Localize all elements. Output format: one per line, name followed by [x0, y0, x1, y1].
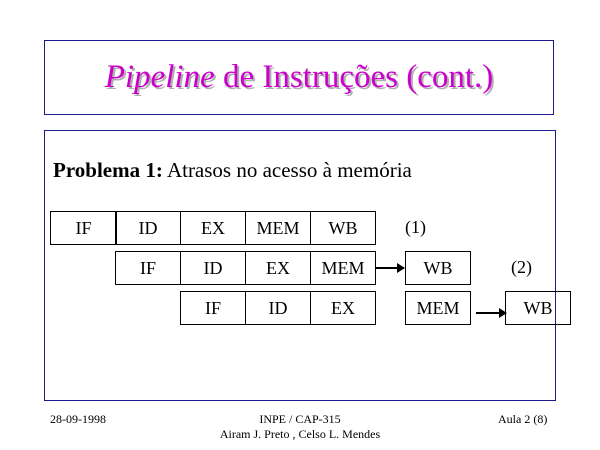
problem-heading: Problema 1: Atrasos no acesso à memória	[53, 158, 412, 183]
row1-stage-wb: WB	[310, 211, 376, 245]
content-frame	[44, 130, 556, 401]
row2-stage-ex: EX	[245, 251, 311, 285]
slide-title: Pipeline de Instruções (cont.)	[45, 59, 553, 96]
problem-text: Atrasos no acesso à memória	[166, 158, 412, 182]
row3-stage-if: IF	[180, 291, 246, 325]
note-2: (2)	[511, 257, 532, 277]
note-1: (1)	[405, 217, 426, 237]
row3-stage-id: ID	[245, 291, 311, 325]
title-italic: Pipeline	[104, 59, 215, 95]
problem-label: Problema 1:	[53, 158, 163, 182]
row3-stage-mem: MEM	[405, 291, 471, 325]
row2-stage-wb: WB	[405, 251, 471, 285]
footer-date: 28-09-1998	[50, 412, 106, 426]
footer-course: INPE / CAP-315	[259, 412, 341, 426]
row2-stage-mem: MEM	[310, 251, 376, 285]
row2-stage-if: IF	[115, 251, 181, 285]
row3-stall-arrow	[476, 308, 507, 318]
footer-page: Aula 2 (8)	[498, 412, 548, 426]
row1-stage-id: ID	[115, 211, 181, 245]
row3-stage-ex: EX	[310, 291, 376, 325]
row1-stage-mem: MEM	[245, 211, 311, 245]
title-frame: Pipeline de Instruções (cont.)	[44, 40, 554, 115]
row1-stage-ex: EX	[180, 211, 246, 245]
row2-stall-arrow	[376, 263, 405, 273]
row1-stage-if: IF	[50, 211, 117, 245]
footer-authors: Airam J. Preto , Celso L. Mendes	[219, 427, 381, 441]
row3-stage-wb: WB	[505, 291, 571, 325]
title-rest: de Instruções (cont.)	[214, 59, 494, 95]
row2-stage-id: ID	[180, 251, 246, 285]
